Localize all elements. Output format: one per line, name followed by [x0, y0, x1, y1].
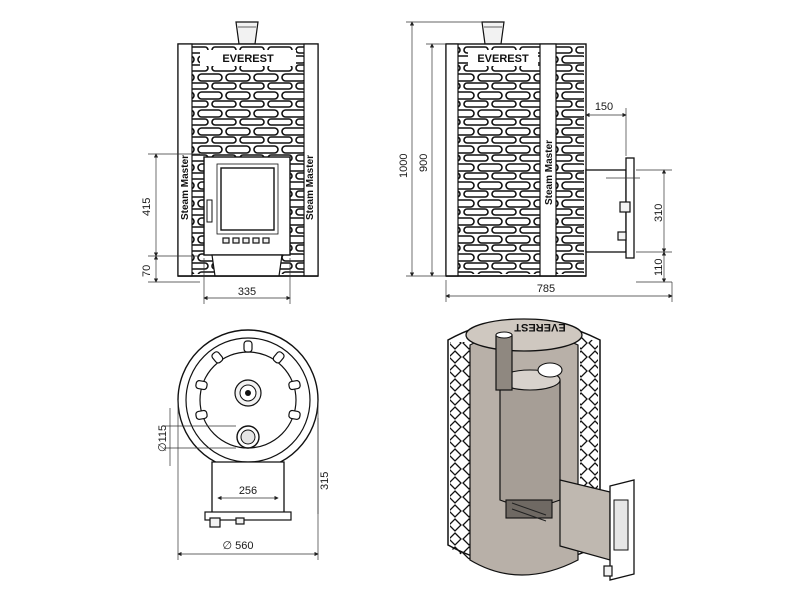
dim-top-560: ∅ 560 — [223, 540, 254, 552]
cutaway-tunnel — [559, 479, 611, 561]
dim-top-115: ∅115 — [157, 425, 169, 452]
cutaway-view: EVEREST — [447, 318, 635, 581]
dim-top-256: 256 — [239, 485, 257, 497]
dim-top-315: 315 — [319, 472, 331, 490]
dim-front-415: 415 — [141, 198, 153, 216]
cutaway-flue — [495, 334, 513, 391]
front-side-label-left: Steam Master — [180, 155, 191, 220]
side-brand: EVEREST — [477, 53, 529, 65]
front-ash-base — [211, 254, 283, 277]
top-dimensions: ∅115 315 256 ∅ 560 — [157, 400, 331, 560]
dim-side-900: 900 — [418, 154, 430, 172]
front-view: EVEREST Steam Master Steam Master — [177, 21, 319, 277]
front-side-label-right: Steam Master — [305, 155, 316, 220]
side-view: EVEREST Steam Master — [445, 21, 640, 277]
side-dimensions: 1000 900 150 310 110 785 — [398, 21, 673, 302]
front-brand: EVEREST — [222, 53, 274, 65]
front-dimensions: 415 70 335 — [141, 153, 291, 304]
front-door-glass — [220, 167, 275, 231]
cutaway-brand: EVEREST — [514, 321, 566, 333]
dim-side-785: 785 — [537, 283, 555, 295]
front-air-vents — [222, 237, 270, 244]
cutaway-firebox — [499, 373, 561, 507]
dim-side-150: 150 — [595, 101, 613, 113]
dim-side-310: 310 — [653, 204, 665, 222]
top-ribs — [195, 340, 301, 420]
dim-front-70: 70 — [141, 265, 153, 277]
dim-side-1000: 1000 — [398, 154, 410, 178]
dim-front-335: 335 — [238, 286, 256, 298]
side-side-label: Steam Master — [544, 140, 555, 205]
side-chimney — [481, 21, 505, 45]
top-view — [177, 329, 319, 528]
front-chimney — [235, 21, 259, 45]
dim-side-110: 110 — [653, 258, 665, 276]
